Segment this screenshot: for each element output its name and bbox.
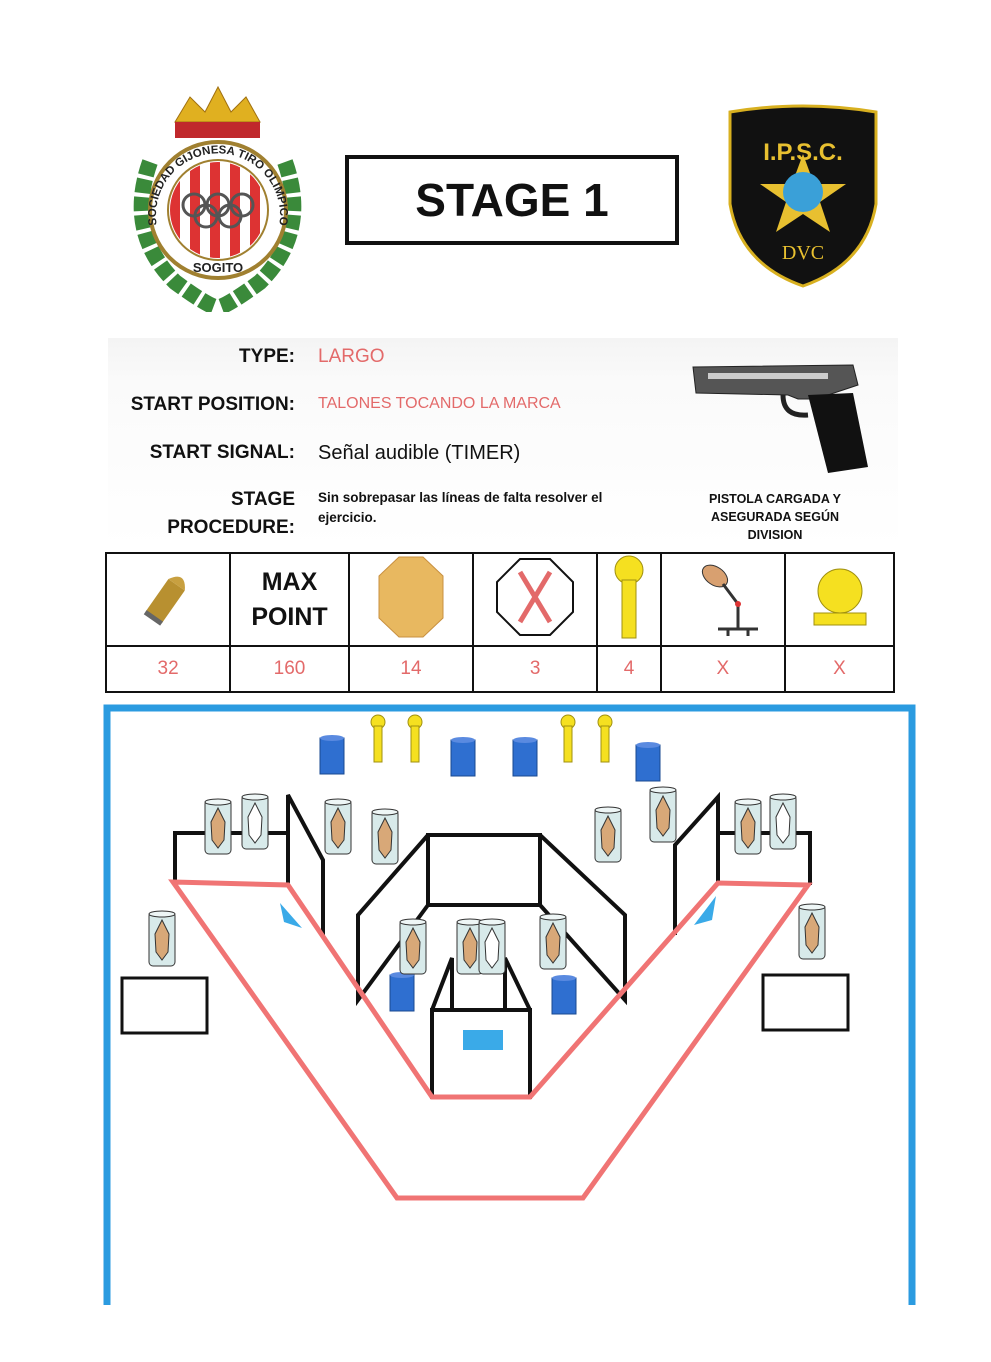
left-marker-icon (280, 903, 302, 928)
max-point-value: 160 (229, 645, 350, 693)
paper-target-tube (324, 798, 352, 855)
popper-icon (560, 714, 576, 763)
ipsc-logo: I.P.S.C. DVC (728, 104, 878, 288)
type-value: LARGO (318, 346, 385, 367)
paper-target-tube (148, 910, 176, 967)
paper-target-tube (371, 808, 399, 865)
bay-border (103, 704, 916, 1305)
bullet-count: 32 (104, 645, 232, 693)
popper-count: 4 (596, 645, 662, 693)
swinger-count: X (659, 645, 786, 693)
popper-icon (370, 714, 386, 763)
barrel-icon (319, 735, 345, 775)
start-signal-label: START SIGNAL: (149, 442, 295, 463)
paper-target-tube (649, 786, 677, 843)
barrel-icon (512, 737, 538, 777)
club-logo-name: SOGITO (193, 260, 243, 275)
plate-cell (783, 552, 896, 647)
barrel-icon (389, 972, 415, 1012)
paper-target-tube (478, 918, 506, 975)
target-count-table: MAX POINT 32 160 14 3 4 (104, 552, 896, 693)
plate-icon (813, 568, 867, 626)
fault-line (168, 879, 813, 1201)
popper-icon (407, 714, 423, 763)
right-marker-icon (694, 896, 716, 925)
stage-title: STAGE 1 (345, 155, 679, 245)
barrel-icon (551, 975, 577, 1015)
max-point-cell: MAX POINT (229, 552, 350, 647)
procedure-label-2: PROCEDURE: (167, 517, 295, 538)
barrel-icon (450, 737, 476, 777)
paper-target-count: 14 (347, 645, 475, 693)
barrels (319, 735, 661, 1015)
start-position-label: START POSITION: (130, 394, 295, 415)
bullet-cell (104, 552, 232, 647)
swinger-cell (659, 552, 786, 647)
barrel-icon (635, 742, 661, 782)
max-point-label-1: MAX (261, 567, 318, 596)
paper-target-tube (204, 798, 232, 855)
bullet-icon (143, 576, 185, 626)
poppers (370, 714, 613, 763)
start-position-marker (463, 1030, 503, 1050)
procedure-value: Sin sobrepasar las líneas de falta resol… (318, 490, 603, 525)
swinger-target-icon (701, 564, 758, 636)
paper-target-icon (378, 556, 444, 638)
pistol-image (692, 364, 868, 473)
paper-target-tube (539, 913, 567, 970)
no-shoot-cell (472, 552, 599, 647)
paper-target-tube (769, 793, 797, 850)
paper-target-tube (734, 798, 762, 855)
start-signal-value: Señal audible (TIMER) (318, 442, 521, 464)
procedure-label-1: STAGE (230, 489, 295, 510)
no-shoot-icon (496, 558, 575, 636)
club-logo: SOCIEDAD GIJONESA TIRO OLIMPICO SOGITO (133, 85, 302, 312)
paper-target-tube (241, 793, 269, 850)
max-point-label-2: POINT (251, 602, 328, 631)
paper-target-tube (798, 903, 826, 960)
ipsc-logo-motto: DVC (782, 242, 824, 264)
paper-target-tube (594, 806, 622, 863)
paper-target-tube (399, 918, 427, 975)
walls (120, 791, 850, 1099)
pistol-caption: PISTOLA CARGADA Y ASEGURADA SEGÚN DIVISI… (709, 492, 841, 542)
type-label: TYPE: (239, 346, 295, 367)
popper-icon (597, 714, 613, 763)
popper-cell (596, 552, 662, 647)
plate-count: X (783, 645, 896, 693)
paper-target-cell (347, 552, 475, 647)
paper-targets (148, 786, 826, 975)
popper-icon (614, 555, 644, 639)
no-shoot-count: 3 (472, 645, 599, 693)
start-position-value: TALONES TOCANDO LA MARCA (318, 395, 561, 412)
paper-target-tube (456, 918, 484, 975)
